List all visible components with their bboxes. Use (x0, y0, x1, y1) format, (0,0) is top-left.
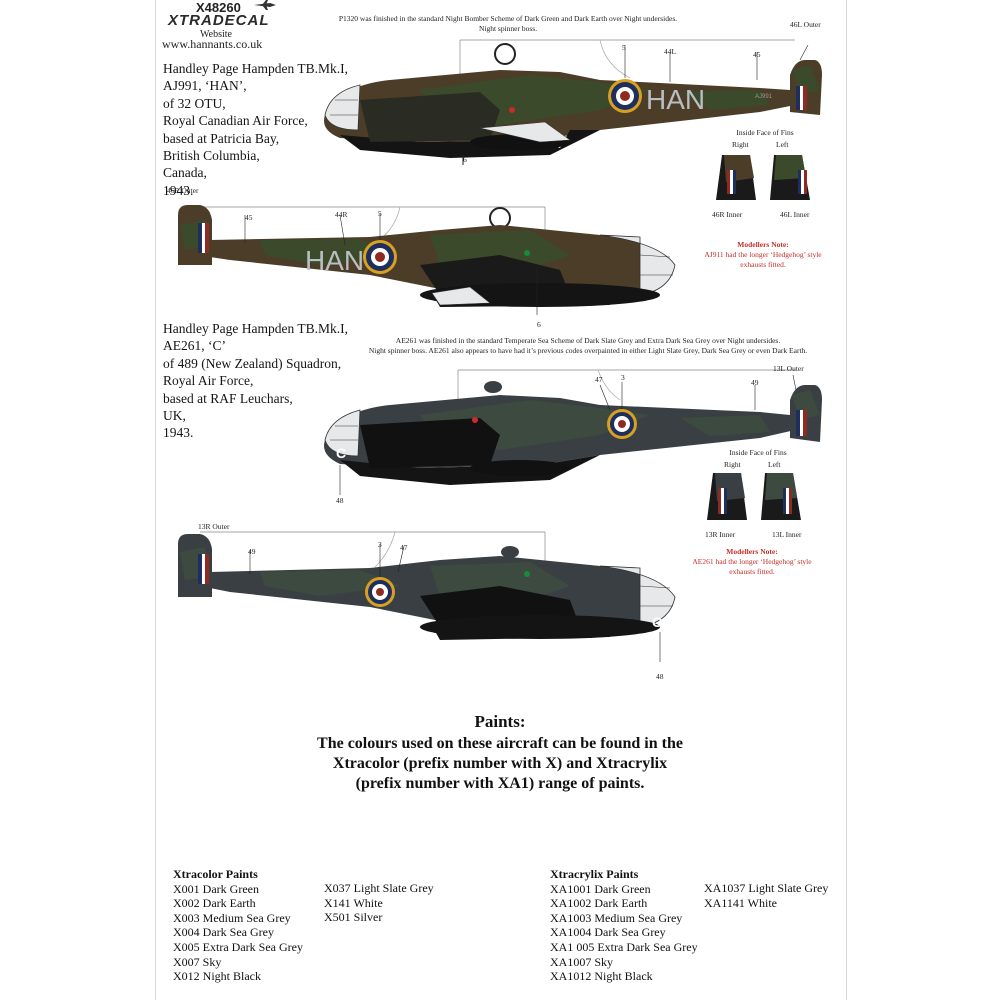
fin-right-label: Right (724, 460, 741, 469)
marker-label: 5 (378, 209, 382, 218)
fin-right-label: Right (732, 140, 749, 149)
marker-label: 46R Outer (167, 186, 199, 195)
aircraft1-modellers-note-title: Modellers Note: (737, 240, 789, 249)
marker-label: 13L Outer (773, 364, 804, 373)
aircraft2-fin-details (707, 473, 801, 520)
svg-text:AJ991: AJ991 (755, 94, 773, 100)
marker-label: 49 (751, 378, 759, 387)
marker-label: 6 (537, 320, 541, 329)
aircraft1-port-profile: HAN (178, 205, 676, 315)
marker-label: 13R Outer (198, 522, 230, 531)
marker-label: 48 (336, 496, 344, 505)
marker-label: 44L (664, 47, 677, 56)
logo-jet-icon (254, 0, 276, 10)
aircraft1-code-letters: HAN (646, 84, 705, 115)
aircraft2-fins-title: Inside Face of Fins (729, 448, 787, 457)
aircraft1-fins-title: Inside Face of Fins (736, 128, 794, 137)
aircraft1-starboard-profile: HAN AJ991 (324, 39, 822, 165)
marker-label: 3 (621, 373, 625, 382)
decal-sheet (155, 0, 847, 1000)
aircraft1-fin-details (716, 155, 810, 200)
aircraft2-description: Handley Page Hampden TB.Mk.I,AE261, ‘C’o… (163, 321, 348, 441)
marker-label: 5 (622, 43, 626, 52)
aircraft2-port-code-letter: C (652, 614, 662, 630)
marker-label: 49 (248, 547, 256, 556)
aircraft2-modellers-note-title: Modellers Note: (726, 547, 778, 556)
fin-left-label: Left (776, 140, 789, 149)
aircraft1-scheme-note: P1320 was finished in the standard Night… (338, 14, 678, 33)
fin-left-inner-label: 46L Inner (780, 210, 810, 219)
aircraft1-description: Handley Page Hampden TB.Mk.I,AJ991, ‘HAN… (163, 61, 348, 198)
paints-line: The colours used on these aircraft can b… (317, 735, 683, 752)
aircraft2-code-letter: C (336, 445, 346, 461)
brand-logo: XTRADECAL (168, 12, 270, 29)
marker-label: 6 (463, 155, 467, 164)
aircraft2-starboard-profile: C (324, 369, 822, 495)
aircraft2-port-profile: C (178, 531, 676, 662)
paints-section: Paints: The colours used on these aircra… (180, 712, 820, 794)
marker-label: 47 (595, 375, 603, 384)
paints-line: (prefix number with XA1) range of paints… (355, 775, 645, 792)
website-url[interactable]: www.hannants.co.uk (162, 37, 263, 51)
marker-label: 47 (400, 543, 408, 552)
paints-line: Xtracolor (prefix number with X) and Xtr… (332, 755, 668, 772)
marker-label: 48 (656, 672, 664, 681)
marker-label: 44R (335, 210, 348, 219)
fin-right-inner-label: 46R Inner (712, 210, 743, 219)
fin-right-inner-label: 13R Inner (705, 530, 736, 539)
marker-label: 45 (753, 50, 761, 59)
aircraft1-port-code-letters: HAN (305, 245, 364, 276)
fin-left-label: Left (768, 460, 781, 469)
marker-label: 46L Outer (790, 20, 821, 29)
paints-heading: Paints: (474, 712, 526, 731)
aircraft2-scheme-note: AE261 was finished in the standard Tempe… (368, 336, 808, 355)
marker-label: 3 (378, 540, 382, 549)
product-code: X48260 (196, 0, 241, 15)
marker-label: 45 (245, 213, 253, 222)
fin-left-inner-label: 13L Inner (772, 530, 802, 539)
website-label: Website (200, 29, 232, 40)
